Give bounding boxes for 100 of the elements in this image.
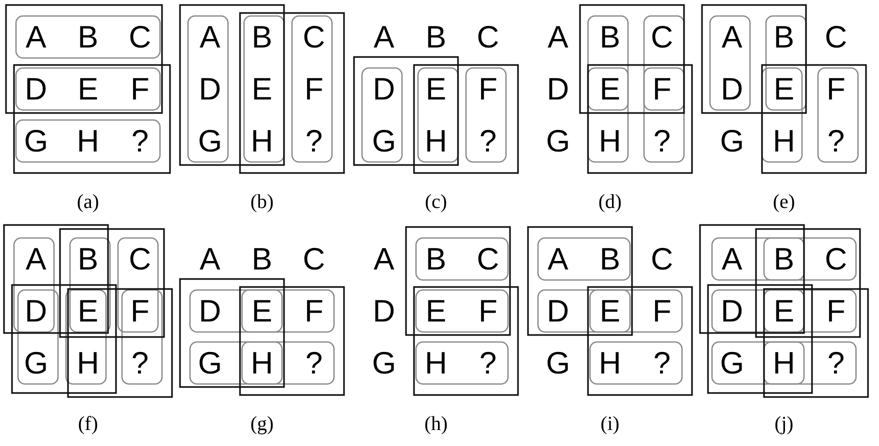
matrix-letter: B xyxy=(774,244,794,274)
matrix-letter: G xyxy=(372,126,396,156)
matrix-letter: E xyxy=(774,296,794,326)
matrix-letter: H xyxy=(772,348,796,378)
matrix-letter: H xyxy=(76,126,100,156)
panel-caption: (a) xyxy=(76,192,100,212)
matrix-letter: E xyxy=(600,296,620,326)
matrix-letter: B xyxy=(600,244,620,274)
matrix-letter: A xyxy=(722,22,742,52)
matrix-letter: E xyxy=(78,296,98,326)
matrix-letter: ? xyxy=(653,126,671,156)
matrix-letter: A xyxy=(374,22,394,52)
matrix-letter: B xyxy=(78,22,98,52)
matrix-letter: F xyxy=(652,74,672,104)
panel-caption: (h) xyxy=(424,414,448,434)
matrix-letter: B xyxy=(426,22,446,52)
matrix-letter: G xyxy=(198,348,222,378)
matrix-letter: H xyxy=(424,126,448,156)
matrix-letter: F xyxy=(130,296,150,326)
matrix-letter: ? xyxy=(305,126,323,156)
panel-caption: (i) xyxy=(600,414,620,434)
panel-caption: (f) xyxy=(78,414,98,434)
matrix-letter: D xyxy=(546,296,570,326)
panel-caption: (b) xyxy=(250,192,274,212)
matrix-letter: H xyxy=(598,348,622,378)
matrix-letter: H xyxy=(250,126,274,156)
matrix-letter: ? xyxy=(305,348,323,378)
matrix-letter: F xyxy=(304,74,324,104)
matrix-letter: E xyxy=(252,74,272,104)
matrix-letter: B xyxy=(252,22,272,52)
matrix-letter: ? xyxy=(827,126,845,156)
matrix-letter: F xyxy=(652,296,672,326)
matrix-letter: F xyxy=(478,74,498,104)
matrix-letter: ? xyxy=(479,126,497,156)
matrix-letter: H xyxy=(424,348,448,378)
matrix-letter: A xyxy=(374,244,394,274)
matrix-letter: E xyxy=(774,74,794,104)
matrix-letter: ? xyxy=(479,348,497,378)
matrix-letter: C xyxy=(650,244,674,274)
matrix-letter: G xyxy=(546,126,570,156)
matrix-letter: D xyxy=(720,296,744,326)
matrix-letter: C xyxy=(824,22,848,52)
matrix-letter: F xyxy=(478,296,498,326)
matrix-letter: C xyxy=(476,22,500,52)
matrix-letter: ? xyxy=(653,348,671,378)
matrix-letter: ? xyxy=(131,126,149,156)
matrix-letter: C xyxy=(824,244,848,274)
matrix-letter: B xyxy=(426,244,446,274)
matrix-letter: C xyxy=(128,244,152,274)
matrix-letter: E xyxy=(426,74,446,104)
matrix-letter: A xyxy=(548,244,568,274)
matrix-letter: D xyxy=(372,74,396,104)
matrix-letter: B xyxy=(252,244,272,274)
matrix-letter: D xyxy=(372,296,396,326)
matrix-letter: C xyxy=(128,22,152,52)
panel-caption: (e) xyxy=(772,192,796,212)
matrix-letter: A xyxy=(26,244,46,274)
matrix-letter: ? xyxy=(131,348,149,378)
matrix-letter: G xyxy=(546,348,570,378)
matrix-letter: G xyxy=(720,348,744,378)
matrix-letter: C xyxy=(302,22,326,52)
matrix-letter: G xyxy=(24,126,48,156)
matrix-letter: B xyxy=(600,22,620,52)
matrix-letter: H xyxy=(76,348,100,378)
matrix-letter: E xyxy=(600,74,620,104)
matrix-letter: A xyxy=(200,22,220,52)
matrix-letter: F xyxy=(826,296,846,326)
matrix-letter: E xyxy=(426,296,446,326)
matrix-letter: F xyxy=(130,74,150,104)
matrix-letter: F xyxy=(304,296,324,326)
matrix-letter: H xyxy=(772,126,796,156)
matrix-letter: D xyxy=(546,74,570,104)
panel-caption: (j) xyxy=(774,414,794,434)
matrix-letter: A xyxy=(548,22,568,52)
matrix-letter: C xyxy=(650,22,674,52)
panel-caption: (c) xyxy=(424,192,448,212)
matrix-letter: E xyxy=(252,296,272,326)
matrix-letter: D xyxy=(720,74,744,104)
matrix-letter: G xyxy=(720,126,744,156)
matrix-letter: H xyxy=(250,348,274,378)
matrix-letter: D xyxy=(24,296,48,326)
matrix-letter: G xyxy=(198,126,222,156)
matrix-letter: A xyxy=(26,22,46,52)
matrix-letter: C xyxy=(476,244,500,274)
matrix-letter: A xyxy=(200,244,220,274)
matrix-letter: C xyxy=(302,244,326,274)
matrix-letter: G xyxy=(24,348,48,378)
matrix-letter: E xyxy=(78,74,98,104)
matrix-letter: A xyxy=(722,244,742,274)
panel-caption: (g) xyxy=(250,414,274,434)
matrix-letter: D xyxy=(198,296,222,326)
matrix-letter: D xyxy=(198,74,222,104)
matrix-letter: B xyxy=(78,244,98,274)
panel-caption: (d) xyxy=(598,192,622,212)
matrix-letter: D xyxy=(24,74,48,104)
matrix-letter: B xyxy=(774,22,794,52)
matrix-letter: ? xyxy=(827,348,845,378)
matrix-letter: H xyxy=(598,126,622,156)
matrix-letter: F xyxy=(826,74,846,104)
matrix-letter: G xyxy=(372,348,396,378)
